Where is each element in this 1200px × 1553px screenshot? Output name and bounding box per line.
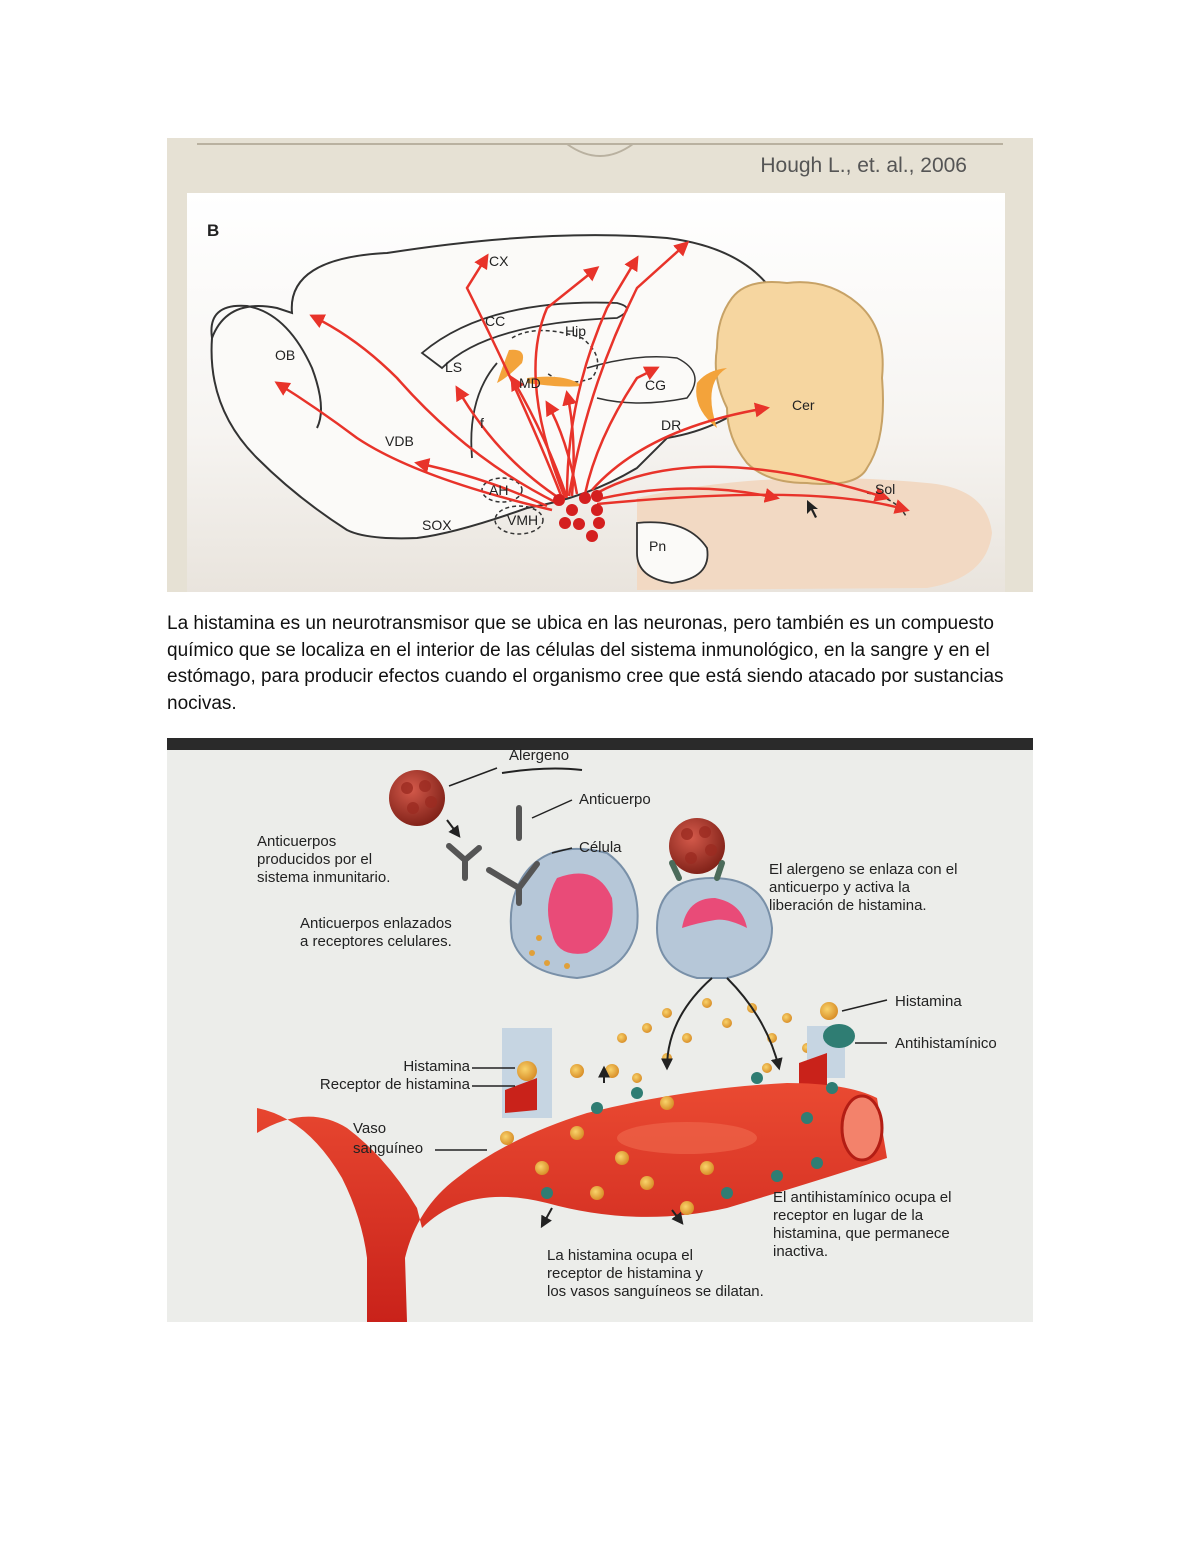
panel-label: B [207,221,219,240]
label-anticuerpos-producidos-2: producidos por el [257,851,372,868]
svg-text:El alergeno se enlaza con el: El alergeno se enlaza con el anticuerpo … [769,861,962,914]
histamine-projections [274,240,910,514]
body-paragraph: La histamina es un neurotransmisor que s… [167,613,1004,714]
allergen-bound-icon [669,818,725,874]
label-histamina-ocupa-1: La histamina ocupa el [547,1247,693,1264]
label-alergeno-enlaza-2: anticuerpo y activa la [769,879,911,896]
label-alergeno: Alergeno [509,747,569,764]
histamine-neurons [553,490,605,542]
label-antihistaminico-ocupa-3: histamina, que permanece [773,1225,950,1242]
label-antihistaminico: Antihistamínico [895,1035,997,1052]
antibody-bound-icon [486,805,540,906]
label-antihistaminico-ocupa-1: El antihistamínico ocupa el [773,1189,951,1206]
histamine-mechanism-diagram: Alergeno Anticuerpo Célula Anticuerpos p… [167,738,1033,1322]
cell-2 [655,876,774,979]
label-ob: OB [275,347,295,363]
label-anticuerpos-producidos-3: sistema inmunitario. [257,869,390,886]
label-anticuerpos-producidos-1: Anticuerpos [257,833,336,850]
label-pn: Pn [649,538,666,554]
label-cg: CG [645,377,666,393]
histamine-receptor-icon [517,1061,537,1081]
label-vdb: VDB [385,433,414,449]
label-histamina-left: Histamina [403,1058,470,1075]
label-sox: SOX [422,517,452,533]
label-histamina-ocupa-2: receptor de histamina y [547,1265,703,1282]
label-ah: AH [489,482,508,498]
label-md: MD [519,375,541,391]
cursor-icon [807,500,818,518]
label-histamina-ocupa-3: los vasos sanguíneos se dilatan. [547,1283,764,1300]
label-anticuerpo: Anticuerpo [579,791,651,808]
label-vaso-1: Vaso [353,1120,386,1137]
label-cc: CC [485,313,505,329]
label-celula: Célula [579,839,622,856]
label-f: f [480,415,484,431]
svg-text:El antihistamínico ocupa el: El antihistamínico ocupa el receptor en … [773,1189,956,1260]
antihistamine-icon [823,1024,855,1048]
svg-text:La histamina ocupa el rece: La histamina ocupa el receptor de histam… [547,1247,764,1300]
label-ls: LS [445,359,462,375]
label-antihistaminico-ocupa-2: receptor en lugar de la [773,1207,924,1224]
label-anticuerpos-enlazados-1: Anticuerpos enlazados [300,915,452,932]
cerebellum [714,281,884,485]
label-receptor: Receptor de histamina [320,1076,471,1093]
label-antihistaminico-ocupa-4: inactiva. [773,1243,828,1260]
allergen-icon [389,770,445,826]
label-cx: CX [489,253,509,269]
label-histamina-right: Histamina [895,993,962,1010]
label-alergeno-enlaza-3: liberación de histamina. [769,897,927,914]
label-sol: Sol [875,481,895,497]
label-anticuerpos-enlazados-2: a receptores celulares. [300,933,452,950]
antibody-icon [446,843,482,881]
svg-text:Anticuerpos producidos por: Anticuerpos producidos por el sistema in… [257,833,390,886]
label-dr: DR [661,417,681,433]
svg-text:Anticuerpos enlazados a re: Anticuerpos enlazados a receptores celul… [300,915,456,950]
label-vmh: VMH [507,512,538,528]
vessel-receptors [500,1064,838,1215]
label-cer: Cer [792,397,815,413]
svg-text:Vaso sanguíneo: Vaso sanguíneo [353,1120,423,1157]
citation: Hough L., et. al., 2006 [760,154,967,177]
label-hip: Hip [565,323,586,339]
label-vaso-2: sanguíneo [353,1140,423,1157]
label-alergeno-enlaza-1: El alergeno se enlaza con el [769,861,957,878]
brain-histamine-diagram: Hough L., et. al., 2006 B [167,138,1033,592]
brain-outline [210,234,791,540]
